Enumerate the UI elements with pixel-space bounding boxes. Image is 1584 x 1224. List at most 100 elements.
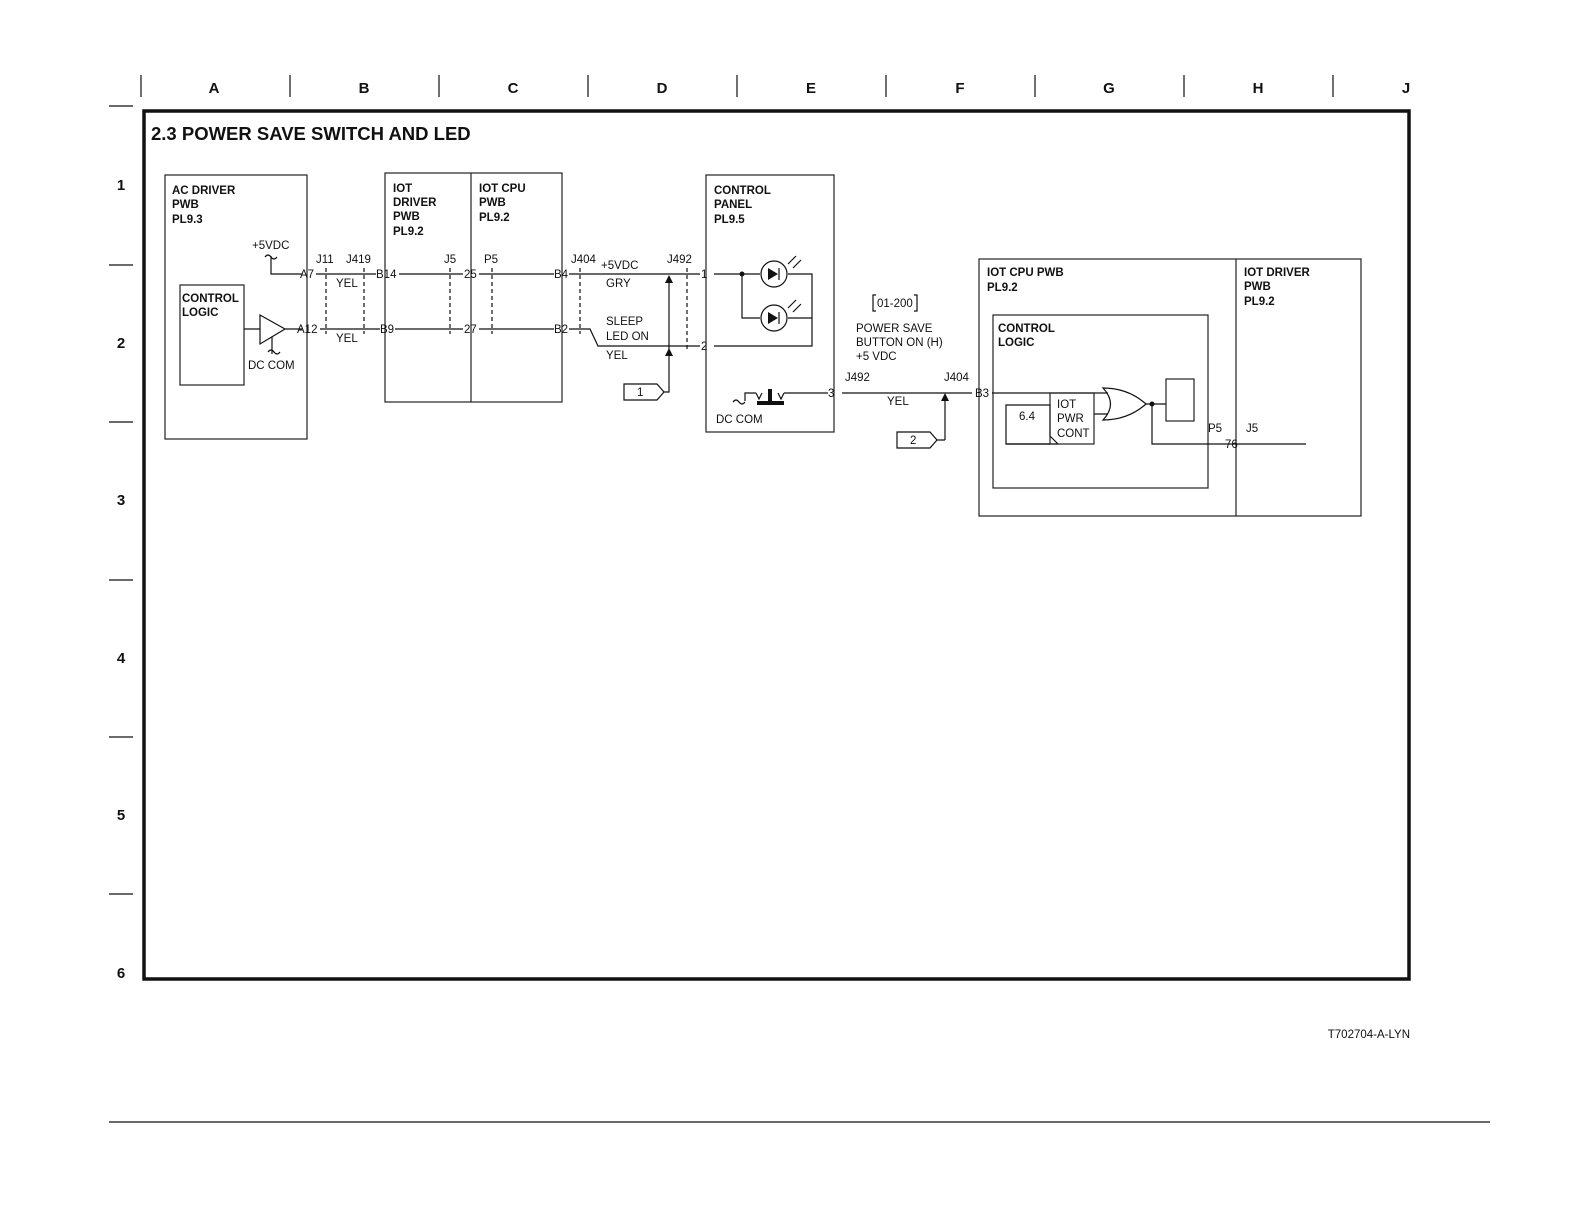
power-save-switch-stem	[768, 389, 772, 402]
iot-driver-label-3: PWB	[393, 211, 420, 223]
figure-code: T702704-A-LYN	[1328, 1029, 1410, 1041]
signal-sleep-led-on-2: LED ON	[606, 331, 649, 343]
iot-driver-cpu-block	[384, 172, 563, 403]
column-label-g: G	[1103, 80, 1115, 97]
wire-b2-pin2	[569, 328, 700, 347]
column-label-h: H	[1253, 80, 1264, 97]
power-save-note-1: POWER SAVE	[856, 323, 933, 335]
ref-flag-2-number: 2	[910, 435, 916, 447]
tap-arrow-2	[941, 393, 949, 401]
ac-driver-label-1: AC DRIVER	[172, 185, 236, 197]
iot-driver-right-label-2: PWB	[1244, 281, 1271, 293]
cpu-logic-label-1: CONTROL	[998, 323, 1055, 335]
iot-cpu-label-3: PL9.2	[479, 212, 510, 224]
led-2-icon	[760, 304, 788, 332]
pin-b3: B3	[975, 388, 989, 400]
row-label-3: 3	[117, 492, 125, 509]
led-wiring	[714, 273, 813, 347]
iot-driver-right-label-1: IOT DRIVER	[1244, 267, 1311, 279]
output-register-block	[1165, 378, 1195, 422]
iot-cpu-label-2: PWB	[479, 197, 506, 209]
connector-j5: J5	[444, 254, 456, 266]
pin-3: 3	[828, 388, 834, 400]
pin-a7: A7	[300, 269, 314, 281]
ac-logic-label-1: CONTROL	[182, 293, 239, 305]
iot-driver-right-label-3: PL9.2	[1244, 296, 1275, 308]
led-2-diode	[768, 312, 778, 324]
column-label-d: D	[657, 80, 668, 97]
connector-j492-top: J492	[667, 254, 692, 266]
ac-driver-label-2: PWB	[172, 199, 199, 211]
ac-driver-pwb-block	[164, 174, 308, 440]
connector-j492-bottom: J492	[845, 372, 870, 384]
connector-p5: P5	[484, 254, 498, 266]
dc-com-panel-label: DC COM	[716, 414, 763, 426]
wire-color-yel-1: YEL	[336, 278, 358, 290]
led-1-diode	[768, 268, 778, 280]
ref-tag-6-4-number: 6.4	[1019, 411, 1036, 423]
iot-cpu-right-label-2: PL9.2	[987, 282, 1018, 294]
chain-ref-bracket	[872, 294, 918, 312]
cpu-control-logic-block	[992, 314, 1209, 489]
led-1-icon	[760, 260, 788, 288]
power-save-switch-contacts	[755, 392, 828, 401]
column-label-a: A	[209, 80, 220, 97]
column-ruler	[140, 75, 1334, 97]
iot-cpu-right-label-1: IOT CPU PWB	[987, 267, 1064, 279]
ac-logic-label-2: LOGIC	[182, 307, 218, 319]
diagram-title: 2.3 POWER SAVE SWITCH AND LED	[151, 123, 471, 144]
pin-a12: A12	[297, 324, 317, 336]
pin-25: 25	[464, 269, 477, 281]
pin-b14: B14	[376, 269, 397, 281]
connector-j11: J11	[316, 254, 334, 266]
column-label-c: C	[508, 80, 519, 97]
supply-symbol	[264, 254, 302, 275]
led-junction	[739, 271, 745, 277]
control-panel-block	[705, 174, 835, 433]
column-label-b: B	[359, 80, 370, 97]
signal-sleep-led-on-1: SLEEP	[606, 316, 643, 328]
iot-pwr-cont-label-1: IOT	[1057, 399, 1076, 411]
wire-to-p5	[1151, 404, 1306, 445]
dc-com-label: DC COM	[248, 360, 295, 372]
pin-27: 27	[464, 324, 477, 336]
control-panel-label-1: CONTROL	[714, 185, 771, 197]
tap-arrow-top	[665, 275, 673, 283]
tap-arrow-mid	[665, 348, 673, 356]
chain-ref-01-200: 01-200	[877, 298, 913, 310]
pin-b2: B2	[554, 324, 568, 336]
led-2-rays	[787, 299, 802, 313]
connector-j419: J419	[346, 254, 371, 266]
pin-76: 76	[1225, 439, 1238, 451]
iot-pwr-cont-box	[1049, 392, 1095, 445]
row-label-6: 6	[117, 965, 125, 982]
ref-flag-2	[896, 431, 945, 449]
wire-color-gry: GRY	[606, 278, 631, 290]
power-save-note-2: BUTTON ON (H)	[856, 337, 943, 349]
column-label-e: E	[806, 80, 816, 97]
power-save-note-3: +5 VDC	[856, 351, 897, 363]
pin-b9: B9	[380, 324, 394, 336]
ref-tag-6-4	[1005, 404, 1060, 445]
or-gate-icon	[1101, 387, 1147, 421]
wire-color-yel-3: YEL	[606, 350, 628, 362]
wire-label-plus5vdc: +5VDC	[601, 260, 638, 272]
connector-p5-right: P5	[1208, 423, 1222, 435]
row-ruler	[109, 105, 133, 895]
ref-flag-1-number: 1	[637, 387, 643, 399]
plus5vdc-supply-label: +5VDC	[252, 240, 289, 252]
iot-cpu-label-1: IOT CPU	[479, 183, 526, 195]
led-1-rays	[787, 255, 802, 269]
cpu-logic-label-2: LOGIC	[998, 337, 1034, 349]
connector-j5-right: J5	[1246, 423, 1258, 435]
ref-flag-1	[623, 383, 670, 401]
row-label-5: 5	[117, 807, 125, 824]
ground-symbol	[267, 337, 281, 355]
pin-2: 2	[701, 341, 707, 353]
column-label-f: F	[955, 80, 964, 97]
pin-b4: B4	[554, 269, 569, 281]
iot-cpu-pwb-right-block	[978, 258, 1362, 517]
row-label-4: 4	[117, 650, 126, 667]
iot-driver-label-4: PL9.2	[393, 226, 424, 238]
